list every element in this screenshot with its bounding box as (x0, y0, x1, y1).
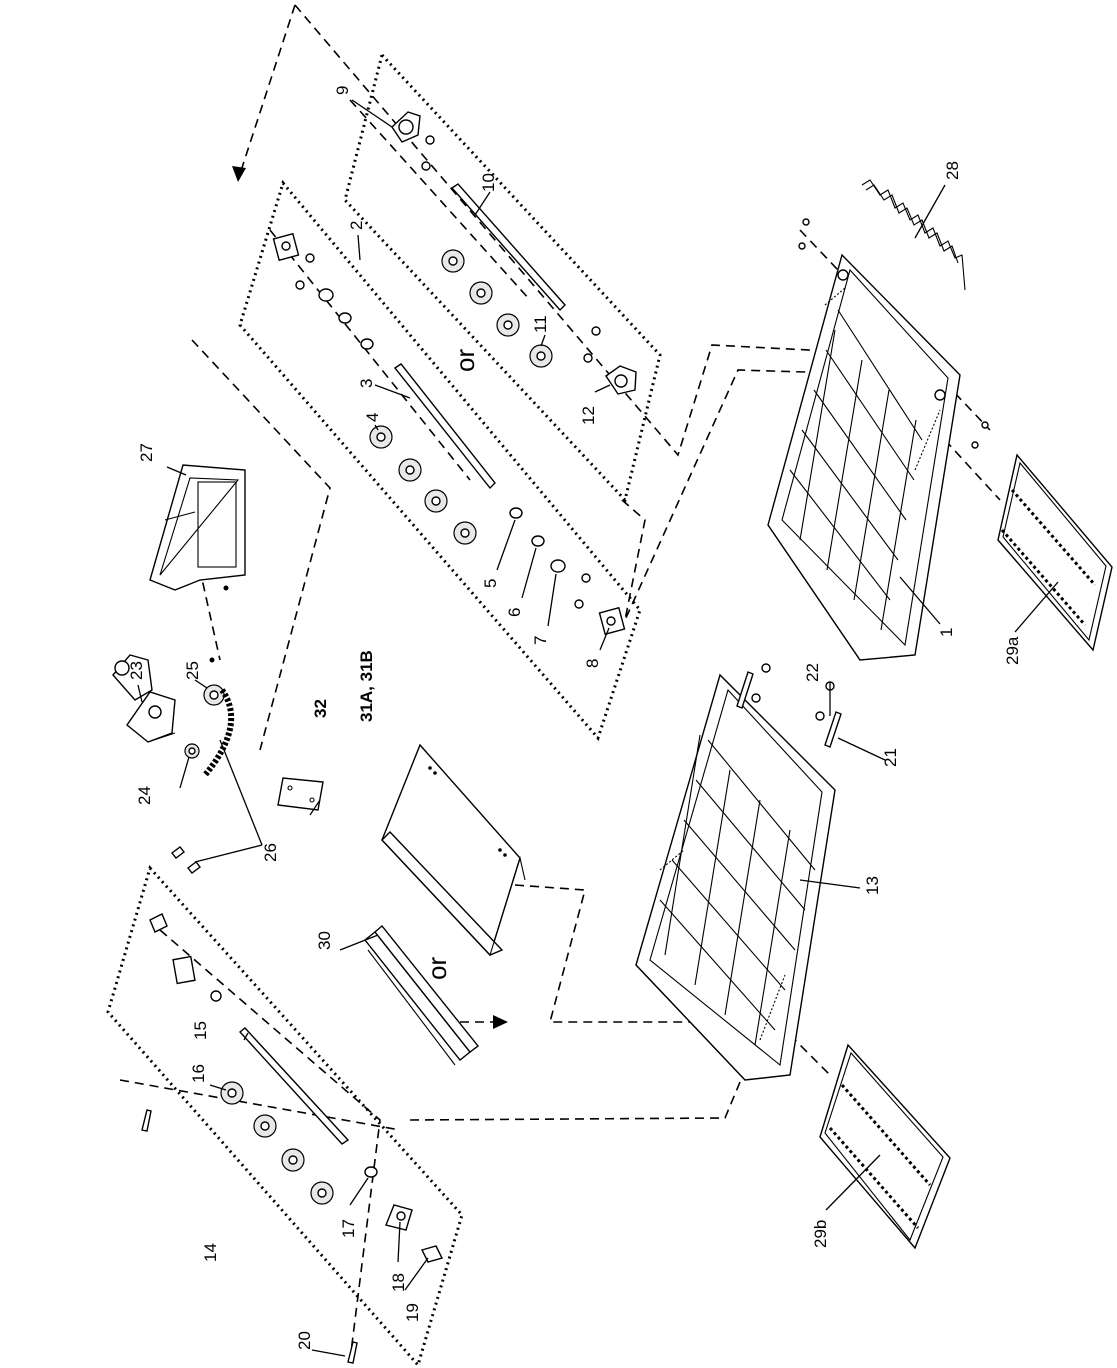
label-17: 17 (339, 1219, 358, 1238)
cover-27 (149, 464, 246, 663)
label-or-mid: or (422, 957, 452, 980)
label-32: 32 (311, 699, 330, 718)
frame-13 (635, 673, 836, 1081)
label-29b: 29b (811, 1220, 830, 1248)
bearing-12 (583, 326, 637, 395)
label-7: 7 (531, 636, 550, 645)
sprocket-set-16 (220, 1081, 334, 1205)
bracket-15-top (149, 913, 222, 1002)
label-8: 8 (583, 659, 602, 668)
screen-29b (819, 1043, 951, 1250)
shaft-15-hardware (141, 1109, 444, 1364)
label-4: 4 (363, 413, 382, 422)
bracket-top-left (272, 232, 374, 350)
sprocket-24 (184, 743, 200, 759)
label-5: 5 (481, 579, 500, 588)
label-2: 2 (347, 221, 366, 230)
screen-29a (997, 453, 1113, 652)
label-24: 24 (135, 786, 154, 805)
label-18: 18 (389, 1273, 408, 1292)
channel-30 (364, 924, 479, 1066)
label-1: 1 (937, 628, 956, 637)
chain-clips-26 (171, 846, 201, 874)
leader-lines (137, 99, 1059, 1357)
label-13: 13 (863, 876, 882, 895)
label-9: 9 (333, 86, 352, 95)
routing-dashed-lines (119, 4, 1001, 1361)
label-16: 16 (189, 1064, 208, 1083)
bearing-9 (391, 111, 435, 171)
shaft-15 (238, 1027, 350, 1145)
label-29a: 29a (1003, 636, 1022, 665)
frame-1 (767, 218, 989, 661)
label-12: 12 (579, 406, 598, 425)
label-6: 6 (505, 608, 524, 617)
label-21: 21 (881, 748, 900, 767)
label-26: 26 (261, 843, 280, 862)
group-outlines (106, 51, 662, 1368)
label-or-top: or (450, 349, 480, 372)
label-3: 3 (357, 379, 376, 388)
label-25: 25 (183, 661, 202, 680)
chain-26 (202, 688, 235, 777)
label-30: 30 (315, 931, 334, 950)
part-labels: 9 10 2 11 or 12 3 4 5 6 7 8 27 23 25 24 … (127, 86, 1022, 1350)
shaft-3 (393, 363, 496, 490)
shaft-3-hardware (509, 507, 626, 636)
shaft-10 (450, 183, 566, 312)
sprocket-25 (203, 684, 225, 706)
tray-31 (381, 743, 526, 957)
sprocket-set-4 (369, 425, 477, 545)
label-23: 23 (127, 661, 146, 680)
label-28: 28 (943, 161, 962, 180)
sprocket-set-11 (441, 249, 553, 368)
label-15: 15 (191, 1021, 210, 1040)
label-11: 11 (531, 315, 550, 333)
label-27: 27 (137, 443, 156, 462)
label-20: 20 (295, 1331, 314, 1350)
label-31a-31b: 31A, 31B (357, 650, 376, 722)
spring-28 (861, 179, 966, 291)
label-10: 10 (479, 173, 498, 192)
plate-32 (277, 777, 324, 811)
motor-23 (112, 654, 176, 743)
label-19: 19 (403, 1303, 422, 1322)
label-14: 14 (201, 1243, 220, 1262)
label-22: 22 (803, 663, 822, 682)
